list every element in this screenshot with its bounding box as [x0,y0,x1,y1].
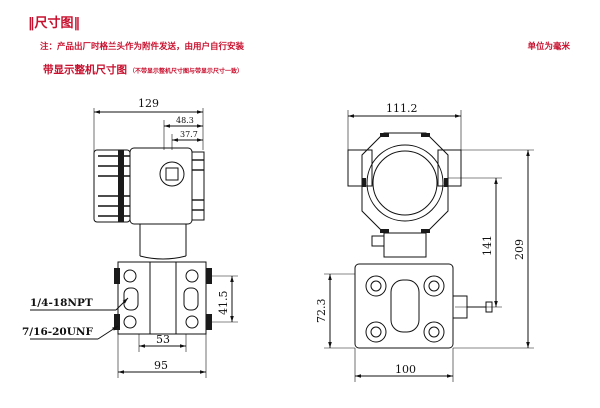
thread-label-npt: 1/4-18NPT [30,297,93,309]
dim-53: 53 [156,333,170,346]
dim-41-5: 41.5 [217,291,230,316]
housing-right-lug [437,149,462,187]
dim-37-7: 37.7 [180,130,198,139]
cable-gland [159,161,185,187]
cover-octagon [361,132,449,234]
dim-72-3: 72.3 [315,299,328,324]
cover-outer-ring [366,144,444,222]
dim-209: 209 [513,239,526,260]
dim-100: 100 [395,363,416,376]
unit-note: 单位为毫米 [527,42,570,52]
right-front-view [324,110,534,382]
dim-95: 95 [154,359,168,372]
dim-111-2: 111.2 [386,102,418,115]
dim-141: 141 [481,235,494,256]
subtitle-main: 带显示整机尺寸图 [43,64,127,76]
section-title: ‖尺寸图‖ [28,16,81,31]
housing-left-lug [347,149,373,187]
display-window [372,150,438,216]
housing-body [129,147,193,225]
dim-129: 129 [138,97,159,110]
flange-front [354,263,454,349]
left-cap [93,149,131,223]
dim-48-3: 48.3 [176,116,194,125]
flange-assembly [114,261,212,335]
left-side-view [30,108,238,378]
subtitle-note: （不带显示整机尺寸图与带显示尺寸一致） [129,68,244,75]
right-cap [191,151,205,221]
shipping-note: 注：产品出厂时格兰头作为附件发送，由用户自行安装 [40,42,245,52]
neck-front [383,232,427,258]
drawing-subtitle: 带显示整机尺寸图（不带显示整机尺寸图与带显示尺寸一致） [43,62,243,77]
neck [139,224,187,256]
thread-label-unf: 7/16-20UNF [22,326,93,338]
